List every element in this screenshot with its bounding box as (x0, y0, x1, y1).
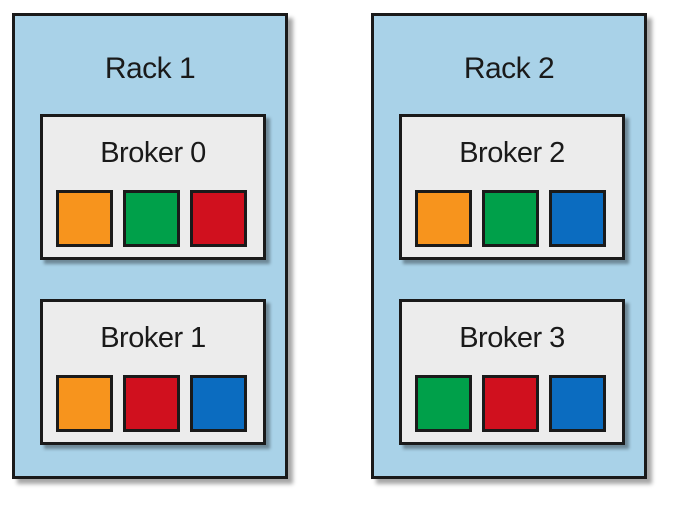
broker-1: Broker 1 (40, 299, 266, 445)
partition-block (415, 190, 472, 247)
partition-block (123, 190, 180, 247)
broker-0: Broker 0 (40, 114, 266, 260)
partition-block (190, 190, 247, 247)
broker-title: Broker 0 (100, 137, 206, 169)
partition-block (549, 190, 606, 247)
partition-block (482, 190, 539, 247)
broker-title: Broker 2 (459, 137, 565, 169)
partition-row (415, 190, 606, 247)
partition-row (415, 375, 606, 432)
partition-block (56, 375, 113, 432)
partition-block (190, 375, 247, 432)
partition-block (482, 375, 539, 432)
partition-block (123, 375, 180, 432)
broker-title: Broker 1 (100, 322, 206, 354)
partition-block (415, 375, 472, 432)
partition-block (56, 190, 113, 247)
broker-2: Broker 2 (399, 114, 625, 260)
rack-title: Rack 1 (104, 52, 196, 85)
partition-row (56, 190, 247, 247)
partition-block (549, 375, 606, 432)
broker-title: Broker 3 (459, 322, 565, 354)
broker-3: Broker 3 (399, 299, 625, 445)
partition-row (56, 375, 247, 432)
rack-2: Rack 2 Broker 2 Broker 3 (371, 13, 647, 479)
rack-title: Rack 2 (463, 52, 555, 85)
rack-1: Rack 1 Broker 0 Broker 1 (12, 13, 288, 479)
